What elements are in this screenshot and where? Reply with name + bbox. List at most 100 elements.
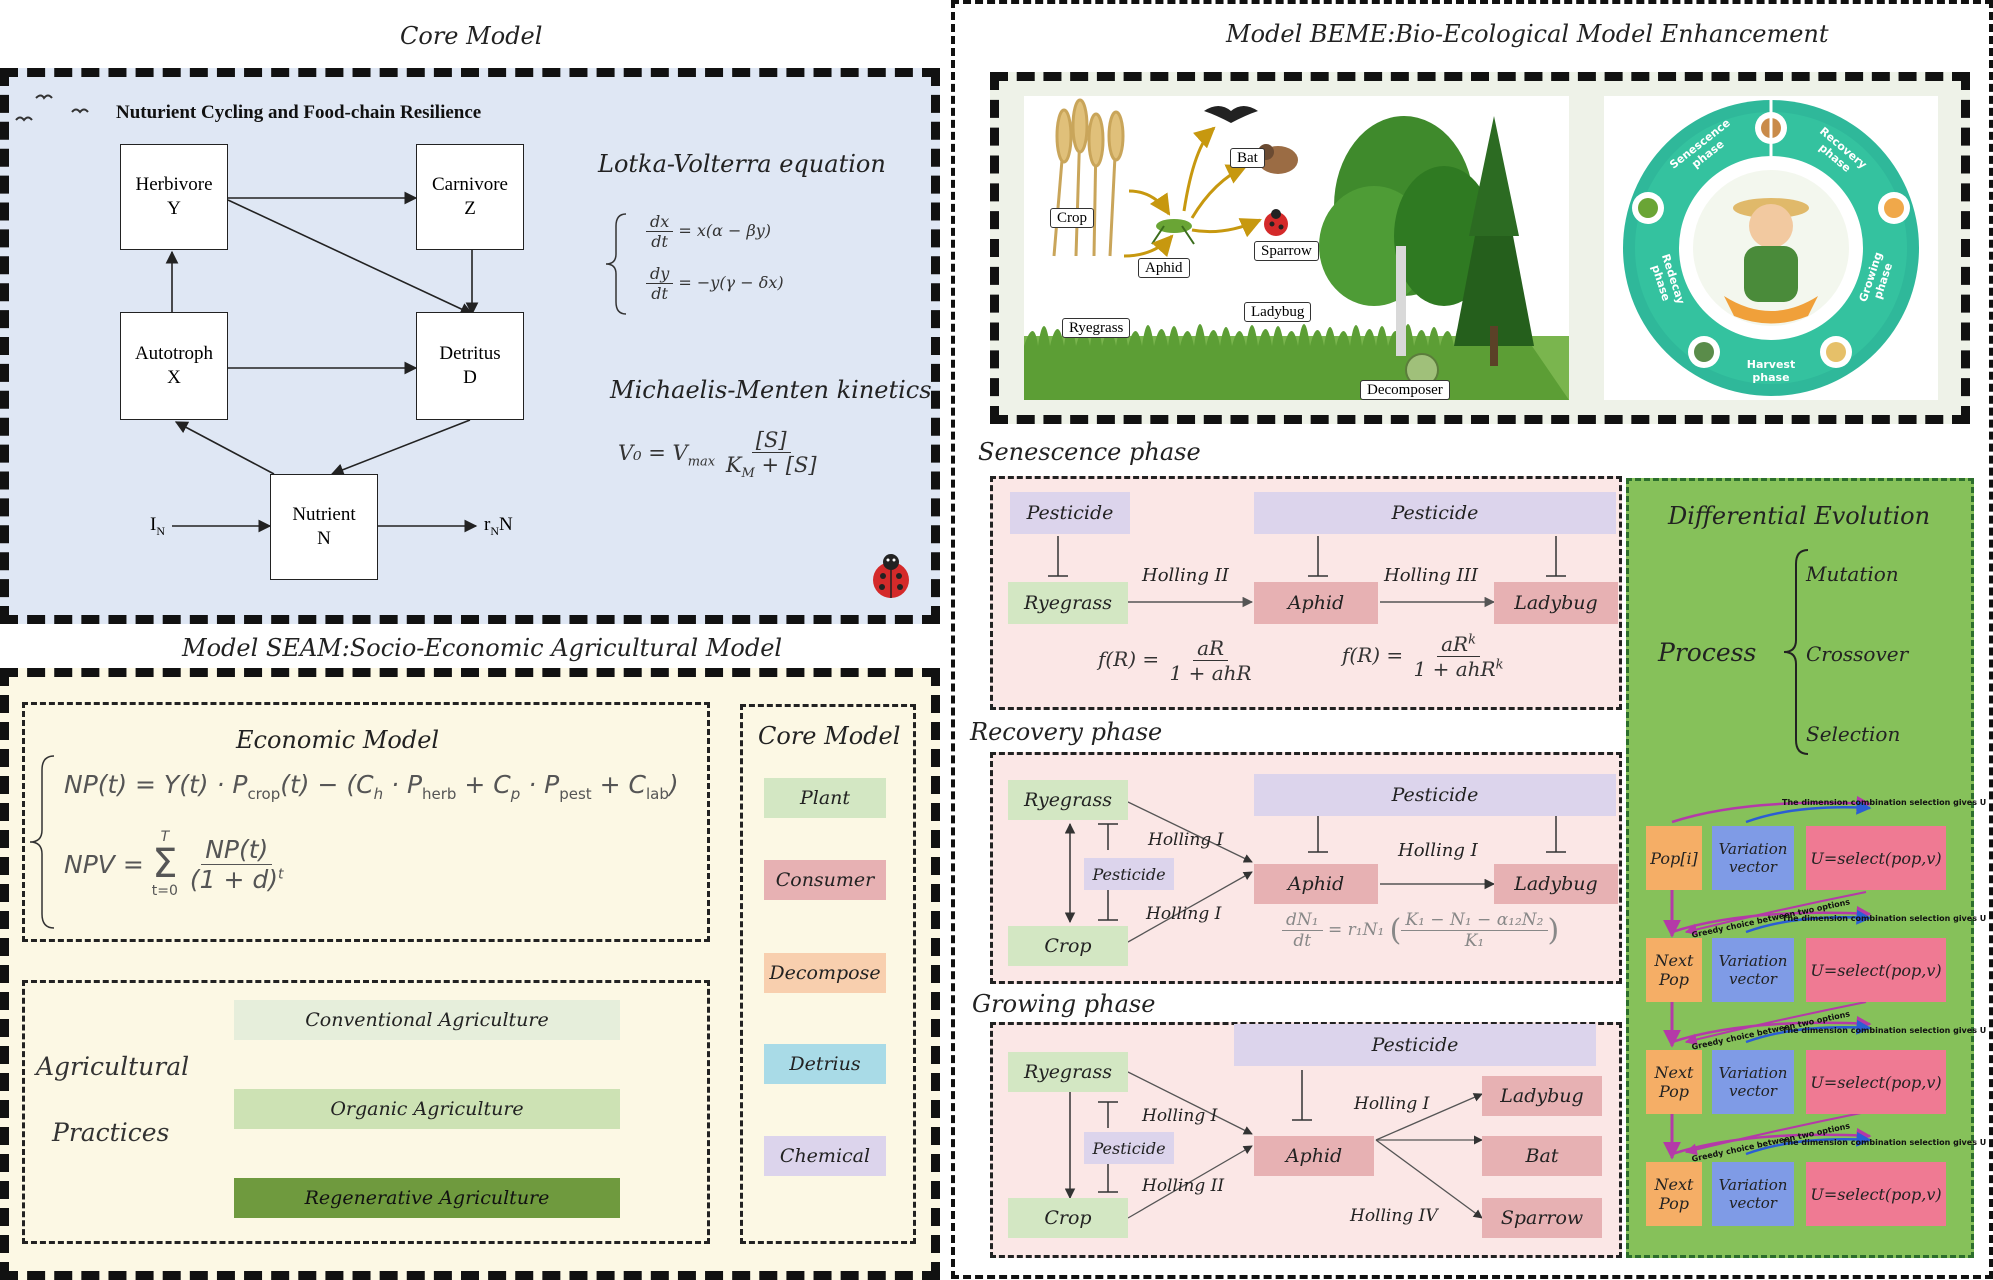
de-pop-2: Next Pop xyxy=(1646,938,1702,1002)
growing-holling-c: Holling I xyxy=(1354,1094,1430,1114)
michaelis-menten-title: Michaelis-Menten kinetics xyxy=(610,376,932,404)
senescence-ryegrass: Ryegrass xyxy=(1008,582,1128,624)
recovery-ladybug: Ladybug xyxy=(1494,864,1618,904)
de-note-dimension-3: The dimension combination selection give… xyxy=(1782,1026,1987,1035)
recovery-title: Recovery phase xyxy=(970,718,1163,746)
recovery-arrows xyxy=(1064,801,1566,943)
detritus-symbol: D xyxy=(463,367,477,388)
legend-box xyxy=(740,704,916,1244)
legend-decompose: Decompose xyxy=(764,953,886,993)
ladybug-icon xyxy=(873,554,909,598)
scene-label-ladybug: Ladybug xyxy=(1244,302,1312,322)
economic-model-box xyxy=(22,702,710,942)
practices-label-2: Practices xyxy=(52,1118,170,1147)
growing-holling-a: Holling I xyxy=(1142,1106,1218,1126)
senescence-arrows xyxy=(1048,536,1566,608)
birds-icon xyxy=(15,94,89,122)
legend-plant: Plant xyxy=(764,778,886,818)
de-title: Differential Evolution xyxy=(1668,502,1931,530)
recovery-ryegrass: Ryegrass xyxy=(1008,780,1128,820)
recovery-pesticide-wide: Pesticide xyxy=(1254,774,1616,816)
phase-wheel-illustration: Senescence phase Recovery phase Growing … xyxy=(1604,96,1938,400)
practice-regenerative: Regenerative Agriculture xyxy=(234,1178,620,1218)
autotroph-node: Autotroph X xyxy=(120,312,228,420)
lv-brace xyxy=(605,213,627,315)
herbivore-label: Herbivore xyxy=(135,174,213,196)
practice-organic: Organic Agriculture xyxy=(234,1089,620,1129)
recovery-crop: Crop xyxy=(1008,926,1128,966)
practice-conventional: Conventional Agriculture xyxy=(234,1000,620,1040)
growing-ryegrass: Ryegrass xyxy=(1008,1052,1128,1092)
de-note-dimension-2: The dimension combination selection give… xyxy=(1782,914,1987,923)
carnivore-symbol: Z xyxy=(464,198,476,219)
growing-arrows xyxy=(1064,1070,1483,1219)
de-pop-3: Next Pop xyxy=(1646,1050,1702,1114)
np-equation: NP(t) = Y(t) · Pcrop(t) − (Ch · Pherb + … xyxy=(64,770,679,803)
de-select-3: U=select(pop,v) xyxy=(1806,1050,1946,1114)
economic-model-title: Economic Model xyxy=(236,726,440,754)
legend-chemical: Chemical xyxy=(764,1136,886,1176)
senescence-holling-iii: Holling III xyxy=(1384,565,1478,586)
de-note-dimension-4: The dimension combination selection give… xyxy=(1782,1138,1987,1147)
carnivore-node: Carnivore Z xyxy=(416,144,524,250)
herbivore-symbol: Y xyxy=(167,198,181,219)
nutrient-symbol: N xyxy=(317,528,331,549)
recovery-holling-b: Holling I xyxy=(1146,904,1222,924)
legend-title: Core Model xyxy=(758,722,901,750)
food-chain-diagram-title: Nuturient Cycling and Food-chain Resilie… xyxy=(116,102,482,123)
wheel-phase-harvest: Harvest phase xyxy=(1746,358,1796,384)
scene-label-decomposer: Decomposer xyxy=(1360,380,1450,400)
carnivore-label: Carnivore xyxy=(432,174,508,196)
practices-box xyxy=(22,980,710,1244)
core-model-title: Core Model xyxy=(400,22,543,50)
recovery-pesticide-small: Pesticide xyxy=(1084,858,1174,890)
senescence-holling-ii: Holling II xyxy=(1142,565,1229,586)
de-variation-1: Variation vector xyxy=(1712,826,1794,890)
scene-label-ryegrass: Ryegrass xyxy=(1062,318,1131,338)
growing-title: Growing phase xyxy=(972,990,1156,1018)
detritus-label: Detritus xyxy=(439,343,501,365)
nutrient-label: Nutrient xyxy=(292,504,356,526)
beme-title: Model BEME:Bio-Ecological Model Enhancem… xyxy=(1226,20,1829,48)
beme-outer-panel xyxy=(951,0,1993,1279)
de-process-label: Process xyxy=(1658,638,1757,667)
scene-label-aphid: Aphid xyxy=(1138,258,1190,278)
nutrient-input-label: IN xyxy=(150,514,165,538)
economic-brace xyxy=(29,755,55,929)
de-select-1: U=select(pop,v) xyxy=(1806,826,1946,890)
scene-label-sparrow: Sparrow xyxy=(1254,241,1319,261)
growing-holling-b: Holling II xyxy=(1142,1176,1225,1196)
scene-label-crop: Crop xyxy=(1050,208,1094,228)
nutrient-node: Nutrient N xyxy=(270,474,378,580)
legend-consumer: Consumer xyxy=(764,860,886,900)
senescence-aphid: Aphid xyxy=(1254,582,1378,624)
de-flow-arrows xyxy=(1663,795,1872,1160)
senescence-pesticide-left: Pesticide xyxy=(1010,492,1130,534)
scene-label-bat: Bat xyxy=(1230,148,1265,168)
recovery-holling-a: Holling I xyxy=(1148,830,1224,850)
senescence-ladybug: Ladybug xyxy=(1494,582,1618,624)
detritus-node: Detritus D xyxy=(416,312,524,420)
de-select-2: U=select(pop,v) xyxy=(1806,938,1946,1002)
de-brace xyxy=(1783,549,1809,755)
growing-pesticide-small: Pesticide xyxy=(1084,1132,1174,1164)
npv-equation: NPV = T Σ t=0 NP(t)(1 + d)t xyxy=(64,829,284,899)
recovery-holling-c: Holling I xyxy=(1398,840,1478,861)
legend-detrius: Detrius xyxy=(764,1044,886,1084)
de-pop-4: Next Pop xyxy=(1646,1162,1702,1226)
growing-pesticide-wide: Pesticide xyxy=(1234,1024,1596,1066)
growing-crop: Crop xyxy=(1008,1198,1128,1238)
recovery-aphid: Aphid xyxy=(1254,864,1378,904)
de-pop-1: Pop[i] xyxy=(1646,826,1702,890)
mm-equation: V₀ = Vmax [S]KM + [S] xyxy=(618,428,817,482)
practices-label-1: Agricultural xyxy=(36,1052,190,1081)
senescence-title: Senescence phase xyxy=(978,438,1201,466)
de-step-crossover: Crossover xyxy=(1806,642,1909,666)
phase-wheel xyxy=(1623,100,1919,396)
de-note-dimension-1: The dimension combination selection give… xyxy=(1782,798,1987,807)
